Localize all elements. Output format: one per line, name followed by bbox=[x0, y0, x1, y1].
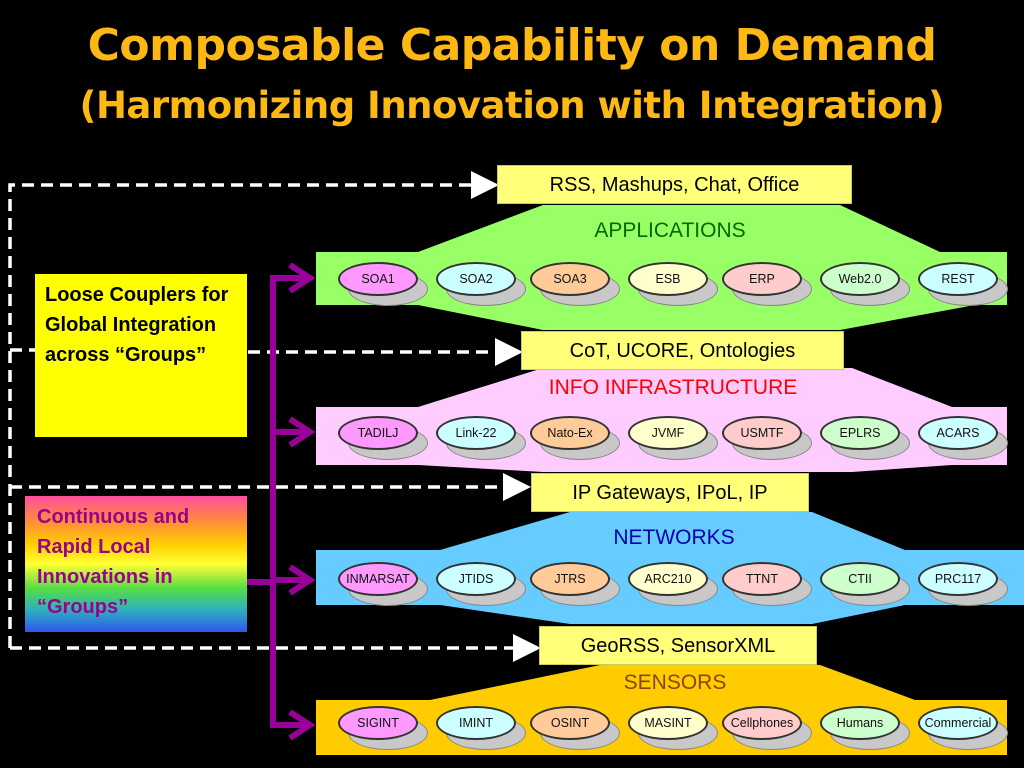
component-pill: TADILJ bbox=[338, 416, 428, 460]
layer-label-sensors: SENSORS bbox=[623, 671, 727, 694]
pill-label: PRC117 bbox=[918, 562, 998, 596]
coupler-box-info: CoT, UCORE, Ontologies bbox=[521, 331, 844, 370]
pill-label: CTII bbox=[820, 562, 900, 596]
component-pill: ERP bbox=[722, 262, 812, 306]
component-pill: EPLRS bbox=[820, 416, 910, 460]
component-pill: OSINT bbox=[530, 706, 620, 750]
layer-label-networks: NETWORKS bbox=[613, 526, 735, 549]
component-pill: Link-22 bbox=[436, 416, 526, 460]
component-pill: USMTF bbox=[722, 416, 812, 460]
pill-label: Humans bbox=[820, 706, 900, 740]
pill-label: Cellphones bbox=[722, 706, 802, 740]
pill-label: TTNT bbox=[722, 562, 802, 596]
coupler-box-sensors: GeoRSS, SensorXML bbox=[539, 626, 817, 665]
coupler-box-networks: IP Gateways, IPoL, IP bbox=[531, 473, 809, 512]
pill-label: JTRS bbox=[530, 562, 610, 596]
pill-label: SOA1 bbox=[338, 262, 418, 296]
pill-label: REST bbox=[918, 262, 998, 296]
component-pill: Commercial bbox=[918, 706, 1008, 750]
pill-label: SOA2 bbox=[436, 262, 516, 296]
component-pill: JTIDS bbox=[436, 562, 526, 606]
component-pill: ESB bbox=[628, 262, 718, 306]
pill-label: MASINT bbox=[628, 706, 708, 740]
page-subtitle: (Harmonizing Innovation with Integration… bbox=[79, 84, 945, 127]
pill-label: Commercial bbox=[918, 706, 998, 740]
continuous-innovations-box: Continuous and Rapid Local Innovations i… bbox=[25, 496, 247, 632]
component-pill: ACARS bbox=[918, 416, 1008, 460]
pill-label: OSINT bbox=[530, 706, 610, 740]
pill-label: TADILJ bbox=[338, 416, 418, 450]
component-pill: IMINT bbox=[436, 706, 526, 750]
pill-label: Link-22 bbox=[436, 416, 516, 450]
pill-label: JTIDS bbox=[436, 562, 516, 596]
pill-label: SIGINT bbox=[338, 706, 418, 740]
component-pill: MASINT bbox=[628, 706, 718, 750]
coupler-box-applications: RSS, Mashups, Chat, Office bbox=[497, 165, 852, 204]
layer-label-info-infrastructure: INFO INFRASTRUCTURE bbox=[548, 376, 798, 399]
pill-label: ERP bbox=[722, 262, 802, 296]
component-pill: CTII bbox=[820, 562, 910, 606]
component-pill: Humans bbox=[820, 706, 910, 750]
pill-label: ARC210 bbox=[628, 562, 708, 596]
pill-label: SOA3 bbox=[530, 262, 610, 296]
page-title: Composable Capability on Demand bbox=[87, 20, 937, 71]
pill-label: IMINT bbox=[436, 706, 516, 740]
component-pill: SOA3 bbox=[530, 262, 620, 306]
component-pill: REST bbox=[918, 262, 1008, 306]
component-pill: SOA2 bbox=[436, 262, 526, 306]
component-pill: JTRS bbox=[530, 562, 620, 606]
pill-label: INMARSAT bbox=[338, 562, 418, 596]
pill-label: Web2.0 bbox=[820, 262, 900, 296]
pill-label: USMTF bbox=[722, 416, 802, 450]
pill-label: EPLRS bbox=[820, 416, 900, 450]
loose-couplers-box: Loose Couplers for Global Integration ac… bbox=[35, 274, 247, 437]
pill-label: ACARS bbox=[918, 416, 998, 450]
component-pill: Web2.0 bbox=[820, 262, 910, 306]
pill-label: Nato-Ex bbox=[530, 416, 610, 450]
layer-label-applications: APPLICATIONS bbox=[594, 219, 746, 242]
component-pill: Cellphones bbox=[722, 706, 812, 750]
pill-label: ESB bbox=[628, 262, 708, 296]
component-pill: TTNT bbox=[722, 562, 812, 606]
component-pill: ARC210 bbox=[628, 562, 718, 606]
component-pill: Nato-Ex bbox=[530, 416, 620, 460]
component-pill: JVMF bbox=[628, 416, 718, 460]
component-pill: SOA1 bbox=[338, 262, 428, 306]
component-pill: SIGINT bbox=[338, 706, 428, 750]
pill-label: JVMF bbox=[628, 416, 708, 450]
component-pill: INMARSAT bbox=[338, 562, 428, 606]
component-pill: PRC117 bbox=[918, 562, 1008, 606]
